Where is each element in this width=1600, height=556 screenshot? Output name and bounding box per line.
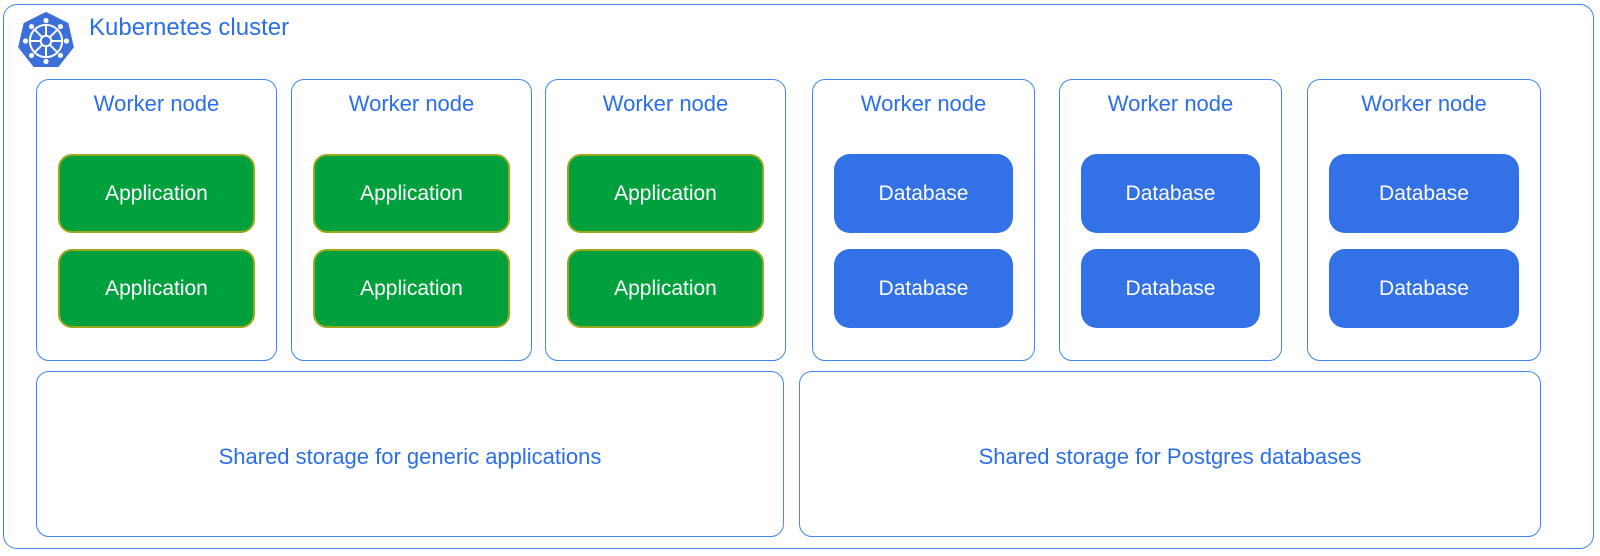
worker-node-5[interactable]: Worker node Database Database [1059,79,1282,361]
worker-node-4[interactable]: Worker node Database Database [812,79,1035,361]
shared-storage-databases[interactable]: Shared storage for Postgres databases [799,371,1541,537]
pod-database[interactable]: Database [1081,249,1260,328]
shared-storage-label: Shared storage for generic applications [218,444,602,469]
worker-node-6[interactable]: Worker node Database Database [1307,79,1541,361]
worker-nodes-row: Worker node Application Application Work… [4,79,1595,361]
pod-application[interactable]: Application [58,249,255,328]
worker-node-label: Worker node [93,91,220,116]
worker-node-label: Worker node [860,91,987,116]
kubernetes-helm-icon [15,10,77,72]
shared-storage-row: Shared storage for generic applications … [4,371,1595,537]
shared-storage-applications[interactable]: Shared storage for generic applications [36,371,784,537]
worker-node-1[interactable]: Worker node Application Application [36,79,277,361]
pod-application[interactable]: Application [58,154,255,233]
worker-node-3[interactable]: Worker node Application Application [545,79,786,361]
pod-database[interactable]: Database [834,249,1013,328]
worker-node-label: Worker node [348,91,475,116]
pod-database[interactable]: Database [1081,154,1260,233]
pod-application[interactable]: Application [313,154,510,233]
shared-storage-label: Shared storage for Postgres databases [978,444,1362,469]
worker-node-label: Worker node [602,91,729,116]
pod-application[interactable]: Application [313,249,510,328]
pod-application[interactable]: Application [567,249,764,328]
worker-node-label: Worker node [1361,91,1487,116]
worker-node-label: Worker node [1107,91,1234,116]
worker-node-2[interactable]: Worker node Application Application [291,79,532,361]
cluster-title: Kubernetes cluster [89,14,290,41]
pod-database[interactable]: Database [1329,249,1519,328]
pod-database[interactable]: Database [834,154,1013,233]
pod-application[interactable]: Application [567,154,764,233]
pod-database[interactable]: Database [1329,154,1519,233]
kubernetes-cluster-container: Kubernetes cluster Worker node Applicati… [3,4,1594,549]
